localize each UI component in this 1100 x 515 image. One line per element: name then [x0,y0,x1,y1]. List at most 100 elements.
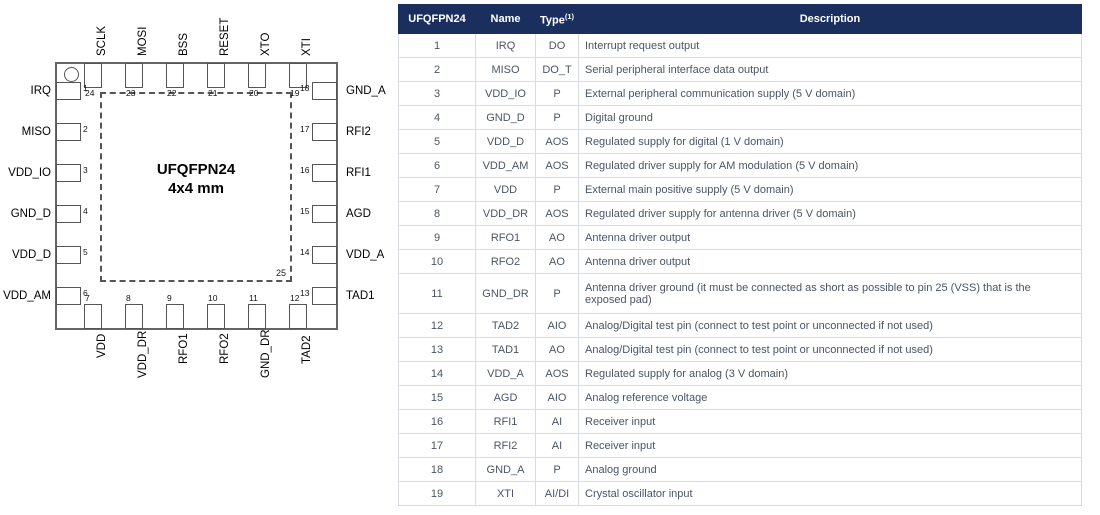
pin-number-16: 16 [300,165,310,175]
pin-label-TAD1: TAD1 [346,290,375,302]
pin-number-10: 10 [208,293,218,303]
pin-number-24: 24 [85,88,95,98]
pin-description-cell: Crystal oscillator input [578,481,1082,506]
pin-name-cell: VDD_D [475,129,536,154]
pin-pad-24 [84,63,102,88]
pin-number-3: 3 [83,165,88,175]
pin-number-22: 22 [167,88,177,98]
pin-number-2: 2 [83,124,88,134]
pin-description-cell: Digital ground [578,105,1082,130]
pin-number-cell: 10 [398,249,476,274]
pin-number-cell: 11 [398,273,476,314]
pin-description-cell: External peripheral communication supply… [578,81,1082,106]
pin-label-VDD_D: VDD_D [12,249,51,261]
pin-description-cell: Regulated driver supply for AM modulatio… [578,153,1082,178]
pin-number-1: 1 [83,83,88,93]
pin-label-BSS: BSS [178,32,190,56]
pin-label-RFI2: RFI2 [346,126,371,138]
pin-pad-3 [56,164,81,182]
pin-number-cell: 19 [398,481,476,506]
pin-description-cell: Regulated supply for analog (3 V domain) [578,361,1082,386]
pin-label-RESET: RESET [219,17,231,56]
pin-name-cell: AGD [475,385,536,410]
pin-number-cell: 3 [398,81,476,106]
pin-pad-1 [56,82,81,100]
pin-number-4: 4 [83,206,88,216]
pin-description-cell: Analog reference voltage [578,385,1082,410]
pin-name-cell: GND_A [475,457,536,482]
pin-description-cell: Regulated driver supply for antenna driv… [578,201,1082,226]
orientation-dot-icon [64,67,79,82]
pin-pad-17 [312,123,337,141]
pin-description-cell: Analog/Digital test pin (connect to test… [578,337,1082,362]
pin-description-cell: Antenna driver output [578,249,1082,274]
pin-number-cell: 8 [398,201,476,226]
pin-label-XTO: XTO [260,32,272,56]
pin-label-VDD_IO: VDD_IO [8,167,51,179]
pin-pad-15 [312,205,337,223]
pin-type-cell: AIO [535,385,579,410]
pin-type-cell: AO [535,225,579,250]
pin-pad-10 [207,304,225,329]
pin-name-cell: GND_DR [475,273,536,314]
pin-label-VDD_A: VDD_A [346,249,385,261]
pin-pad-16 [312,164,337,182]
pin-number-cell: 18 [398,457,476,482]
column-header-name: Name [475,4,536,34]
column-header-description: Description [578,4,1082,34]
pin-pad-2 [56,123,81,141]
pin-label-RFI1: RFI1 [346,167,371,179]
pin-type-cell: AIO [535,313,579,338]
pin-number-cell: 1 [398,33,476,58]
pin-number-9: 9 [167,293,172,303]
pin-name-cell: TAD1 [475,337,536,362]
pin-number-cell: 14 [398,361,476,386]
pin-pad-11 [248,304,266,329]
chip-title-line2: 4x4 mm [168,180,224,198]
pin-number-6: 6 [83,288,88,298]
pin-name-cell: VDD_IO [475,81,536,106]
pin-number-cell: 12 [398,313,476,338]
pin-description-cell: Analog ground [578,457,1082,482]
pin-type-cell: AO [535,249,579,274]
pin-label-IRQ: IRQ [30,85,51,97]
pin-number-cell: 13 [398,337,476,362]
pin-pad-20 [248,63,266,88]
pin-description-cell: Regulated supply for digital (1 V domain… [578,129,1082,154]
pin-description-cell: Receiver input [578,409,1082,434]
pin-number-15: 15 [300,206,310,216]
pin-label-VDD_AM: VDD_AM [3,290,51,302]
pin-number-11: 11 [249,293,258,303]
pin-type-cell: AOS [535,361,579,386]
pin-name-cell: MISO [475,57,536,82]
pin-name-cell: XTI [475,481,536,506]
pin-type-cell: DO [535,33,579,58]
pin-name-cell: GND_D [475,105,536,130]
pin-number-cell: 2 [398,57,476,82]
pin-description-cell: Serial peripheral interface data output [578,57,1082,82]
pin-type-cell: P [535,81,579,106]
pin-type-cell: AOS [535,153,579,178]
pin-label-GND_A: GND_A [346,85,386,97]
pin-number-cell: 7 [398,177,476,202]
pin-label-GND_D: GND_D [10,208,51,220]
chip-title-line1: UFQFPN24 [156,161,236,178]
pin-pad-18 [312,82,337,100]
pin-pad-22 [166,63,184,88]
pin-pad-13 [312,287,337,305]
pin-name-cell: RFI1 [475,409,536,434]
